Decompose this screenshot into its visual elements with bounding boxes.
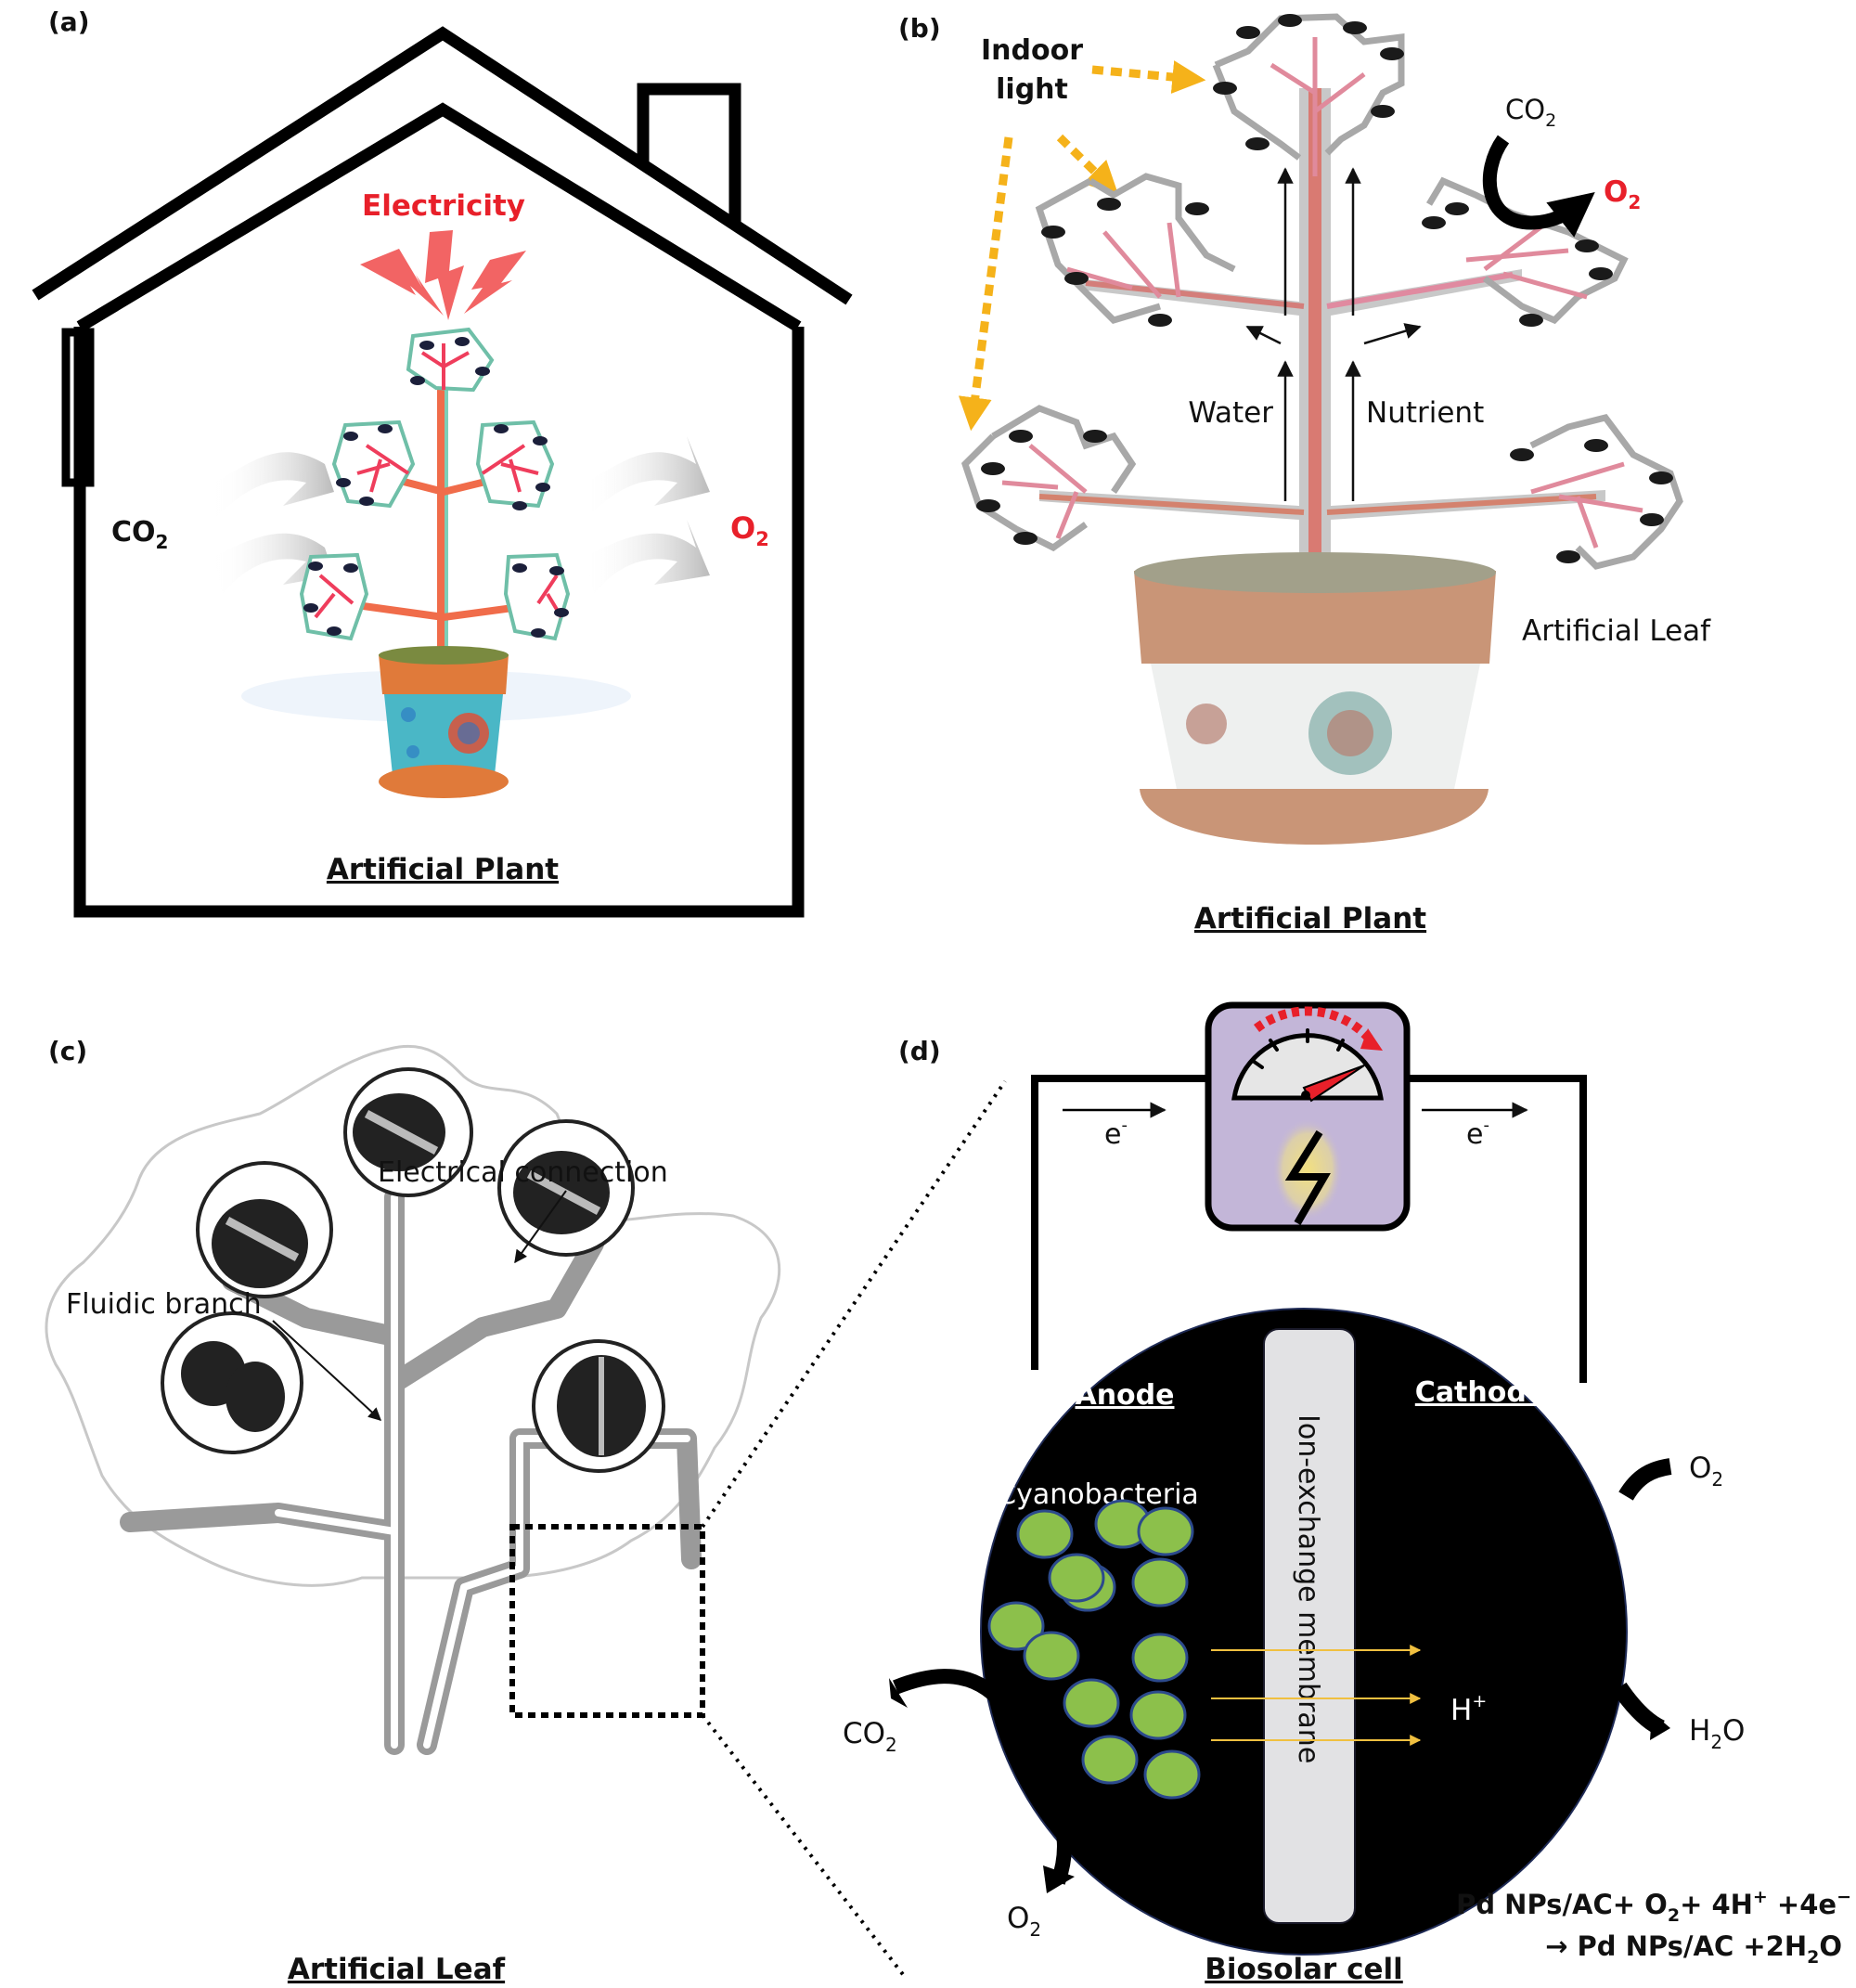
electrode-disc: [196, 1161, 333, 1298]
electrode-disc: [343, 1067, 473, 1197]
o2-label-b: O2: [1604, 175, 1641, 213]
o2-label-a: O2: [730, 510, 769, 550]
anode-label: Anode: [1075, 1379, 1174, 1412]
co2-label-a: CO2: [111, 516, 168, 553]
nutrient-label: Nutrient: [1366, 396, 1484, 430]
cathode-label: Cathode: [1415, 1376, 1545, 1409]
plant-photo: [960, 13, 1683, 845]
co2-inflow-arrow: [893, 1669, 1009, 1709]
proton-label: H+: [1450, 1691, 1487, 1727]
flow-arrow-icon: [1245, 167, 1422, 501]
equation-line-2: → Pd NPs/AC +2H2O: [1545, 1930, 1842, 1968]
electrical-connection-pointer: [514, 1190, 567, 1264]
zoom-box-outline: [509, 1524, 705, 1718]
cyanobacteria-cell: [1131, 1633, 1189, 1683]
water-label: Water: [1188, 396, 1273, 430]
indoor-light-label-line2: light: [996, 73, 1068, 106]
membrane-label: Ion-exchange membrane: [1292, 1414, 1324, 1763]
chimney-icon: [637, 83, 741, 227]
cyanobacteria-cell: [1023, 1631, 1080, 1681]
o2-inflow-arrow: [1618, 1458, 1672, 1501]
panel-a-tag: (a): [48, 6, 90, 37]
panel-d-title: Biosolar cell: [1205, 1953, 1403, 1986]
panel-a: (a) Electricity: [32, 6, 853, 918]
panel-d-tag: (d): [898, 1036, 941, 1066]
electrode-disc: [161, 1311, 303, 1454]
panel-a-title: Artificial Plant: [327, 853, 559, 886]
o2-cathode-label: O2: [1689, 1452, 1723, 1491]
cyanobacteria-group: [987, 1499, 1201, 1800]
panel-b-title: Artificial Plant: [1194, 902, 1426, 936]
air-flow-arrow-icon: [585, 436, 710, 594]
fluidic-branch-label: Fluidic branch: [66, 1288, 262, 1321]
panel-d: (d) e- e- Io: [843, 1001, 1851, 1986]
cyanobacteria-cell: [987, 1601, 1045, 1651]
cyanobacteria-cell: [1143, 1749, 1201, 1800]
dotted-light-arrow-icon: [958, 60, 1206, 432]
cyanobacteria-cell: [1137, 1506, 1194, 1556]
electron-label-right: e-: [1466, 1116, 1489, 1151]
fluidic-branch-pointer: [272, 1320, 382, 1421]
air-flow-arrow-icon: [213, 436, 334, 594]
lightning-bolt-icon: [360, 230, 526, 320]
co2-label-b: CO2: [1505, 94, 1556, 131]
cyanobacteria-cell: [1081, 1735, 1139, 1785]
power-meter-icon: [1205, 1001, 1411, 1232]
cyanobacteria-cell: [1131, 1557, 1189, 1607]
indoor-light-label-line1: Indoor: [981, 34, 1083, 67]
o2-anode-label: O2: [1007, 1902, 1041, 1941]
circuit-wire: [1406, 1075, 1587, 1383]
cyanobacteria-cell: [1048, 1553, 1105, 1603]
electrode-disc: [532, 1339, 665, 1473]
cyanobacteria-cell: [1016, 1509, 1074, 1559]
proton-arrow-group: [1211, 1645, 1422, 1746]
electricity-label: Electricity: [362, 189, 525, 223]
electrical-connection-label: Electrical connection: [378, 1156, 668, 1189]
electron-label-left: e-: [1104, 1116, 1128, 1151]
cyanobacteria-label: Cyanobacteria: [997, 1478, 1199, 1511]
ion-exchange-membrane: [1263, 1328, 1356, 1924]
circuit-wire: [1031, 1075, 1206, 1370]
panel-c-tag: (c): [48, 1036, 87, 1066]
cyanobacteria-cell: [1129, 1690, 1187, 1740]
panel-b: (b) Indoor light: [898, 13, 1711, 936]
panel-c: (c): [45, 1036, 1007, 1986]
cyanobacteria-cell: [1063, 1678, 1120, 1728]
co2-label-d: CO2: [843, 1717, 897, 1756]
h2o-label: H2O: [1689, 1714, 1745, 1753]
artificial-leaf-label-b: Artificial Leaf: [1522, 614, 1711, 648]
panel-c-title: Artificial Leaf: [288, 1953, 506, 1986]
artificial-plant-image: [241, 327, 631, 798]
equation-line-1: Pd NPs/AC+ O2+ 4H+ +4e−: [1456, 1887, 1851, 1926]
panel-b-tag: (b): [898, 13, 941, 44]
curved-arrow-icon: [1482, 135, 1595, 238]
zoom-connector-lines: [701, 1079, 1007, 1979]
electrode-disc: [497, 1119, 635, 1257]
house-outline-icon: [32, 26, 853, 918]
